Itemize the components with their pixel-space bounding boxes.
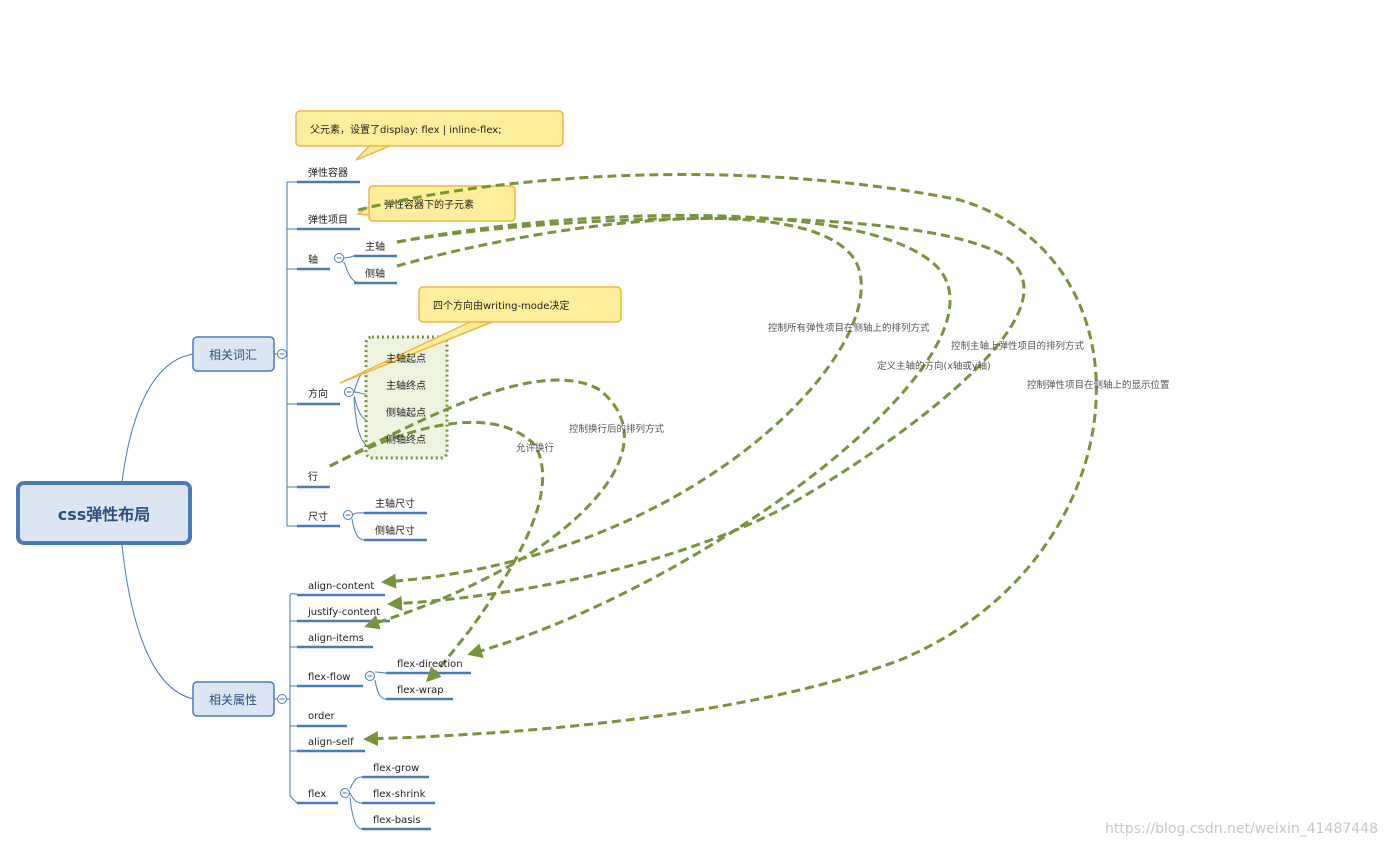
relationship-curves bbox=[329, 173, 1098, 747]
topic-axis[interactable]: 轴 bbox=[308, 253, 318, 266]
topic-container[interactable]: 弹性容器 bbox=[308, 166, 348, 179]
collapse-axis-icon[interactable] bbox=[334, 253, 344, 263]
rel-label-line-align: 控制换行后的排列方式 bbox=[569, 423, 665, 435]
rel-label-cross-one: 控制弹性项目在侧轴上的显示位置 bbox=[1027, 379, 1170, 391]
root-label: css弹性布局 bbox=[58, 505, 151, 524]
topic-order[interactable]: order bbox=[308, 711, 336, 722]
rel-label-wrap: 允许换行 bbox=[516, 442, 555, 454]
rel-line-flex-wrap bbox=[329, 420, 545, 683]
callout-item-text: 弹性容器下的子元素 bbox=[384, 198, 474, 211]
topic-direction[interactable]: 方向 bbox=[308, 387, 328, 400]
topic-align-self[interactable]: align-self bbox=[308, 737, 354, 748]
rel-main-justify-content bbox=[387, 216, 1026, 611]
topic-main-size[interactable]: 主轴尺寸 bbox=[375, 497, 415, 510]
props-topics: align-content justify-content align-item… bbox=[307, 581, 463, 826]
collapse-flex-flow-icon[interactable] bbox=[365, 671, 375, 681]
rel-line-align-content bbox=[329, 378, 626, 630]
topic-cross-start[interactable]: 侧轴起点 bbox=[386, 406, 426, 419]
topic-size[interactable]: 尺寸 bbox=[308, 510, 328, 523]
collapse-flex-icon[interactable] bbox=[340, 788, 350, 798]
branch-terms-label: 相关词汇 bbox=[209, 348, 257, 362]
topic-main-end[interactable]: 主轴终点 bbox=[386, 379, 426, 392]
branch-props-label: 相关属性 bbox=[209, 693, 257, 707]
topic-flex-basis[interactable]: flex-basis bbox=[373, 815, 420, 826]
callout-container: 父元素，设置了display: flex | inline-flex; bbox=[295, 110, 564, 161]
collapse-props-icon[interactable] bbox=[277, 694, 287, 704]
root-node[interactable]: css弹性布局 bbox=[16, 481, 192, 545]
topic-main-axis[interactable]: 主轴 bbox=[365, 240, 385, 253]
rel-item-align-self bbox=[357, 173, 1098, 747]
branch-props-node[interactable]: 相关属性 bbox=[192, 681, 275, 717]
topic-cross-end[interactable]: 侧轴终点 bbox=[386, 433, 426, 446]
topic-line[interactable]: 行 bbox=[308, 470, 318, 483]
topic-align-content[interactable]: align-content bbox=[308, 581, 374, 592]
callout-container-text: 父元素，设置了display: flex | inline-flex; bbox=[310, 123, 502, 136]
topic-flex-shrink[interactable]: flex-shrink bbox=[373, 789, 426, 800]
rel-cross-align-content bbox=[381, 217, 863, 589]
topic-flex-grow[interactable]: flex-grow bbox=[373, 763, 419, 774]
collapse-direction-icon[interactable] bbox=[344, 387, 354, 397]
topic-flex-flow[interactable]: flex-flow bbox=[308, 672, 350, 683]
topic-flex-wrap[interactable]: flex-wrap bbox=[397, 685, 444, 696]
terms-topics: 弹性容器 弹性项目 轴 主轴 侧轴 方向 主轴起点 主轴终点 侧轴起点 侧轴终点… bbox=[308, 166, 426, 537]
topic-cross-axis[interactable]: 侧轴 bbox=[365, 267, 385, 280]
callout-direction-text: 四个方向由writing-mode决定 bbox=[433, 299, 569, 312]
collapse-terms-icon[interactable] bbox=[277, 349, 287, 359]
rel-main-flex-direction bbox=[396, 213, 952, 659]
topic-main-start[interactable]: 主轴起点 bbox=[386, 352, 426, 365]
watermark: https://blog.csdn.net/weixin_41487448 bbox=[1105, 821, 1378, 837]
rel-label-cross-all: 控制所有弹性项目在侧轴上的排列方式 bbox=[768, 322, 930, 334]
collapse-size-icon[interactable] bbox=[343, 510, 353, 520]
topic-cross-size[interactable]: 侧轴尺寸 bbox=[375, 524, 415, 537]
relationship-labels: 控制所有弹性项目在侧轴上的排列方式 控制主轴上弹性项目的排列方式 定义主轴的方向… bbox=[516, 322, 1170, 454]
topic-justify-content[interactable]: justify-content bbox=[307, 607, 380, 618]
topic-flex[interactable]: flex bbox=[308, 789, 326, 800]
topic-item[interactable]: 弹性项目 bbox=[308, 213, 348, 226]
rel-label-main-direction: 定义主轴的方向(x轴或y轴) bbox=[877, 360, 991, 372]
topic-flex-direction[interactable]: flex-direction bbox=[397, 659, 463, 670]
callout-direction: 四个方向由writing-mode决定 bbox=[339, 286, 622, 384]
branch-terms-node[interactable]: 相关词汇 bbox=[192, 336, 275, 372]
callout-item: 弹性容器下的子元素 bbox=[355, 185, 516, 222]
rel-label-main-items: 控制主轴上弹性项目的排列方式 bbox=[951, 340, 1085, 352]
topic-align-items[interactable]: align-items bbox=[308, 633, 364, 644]
